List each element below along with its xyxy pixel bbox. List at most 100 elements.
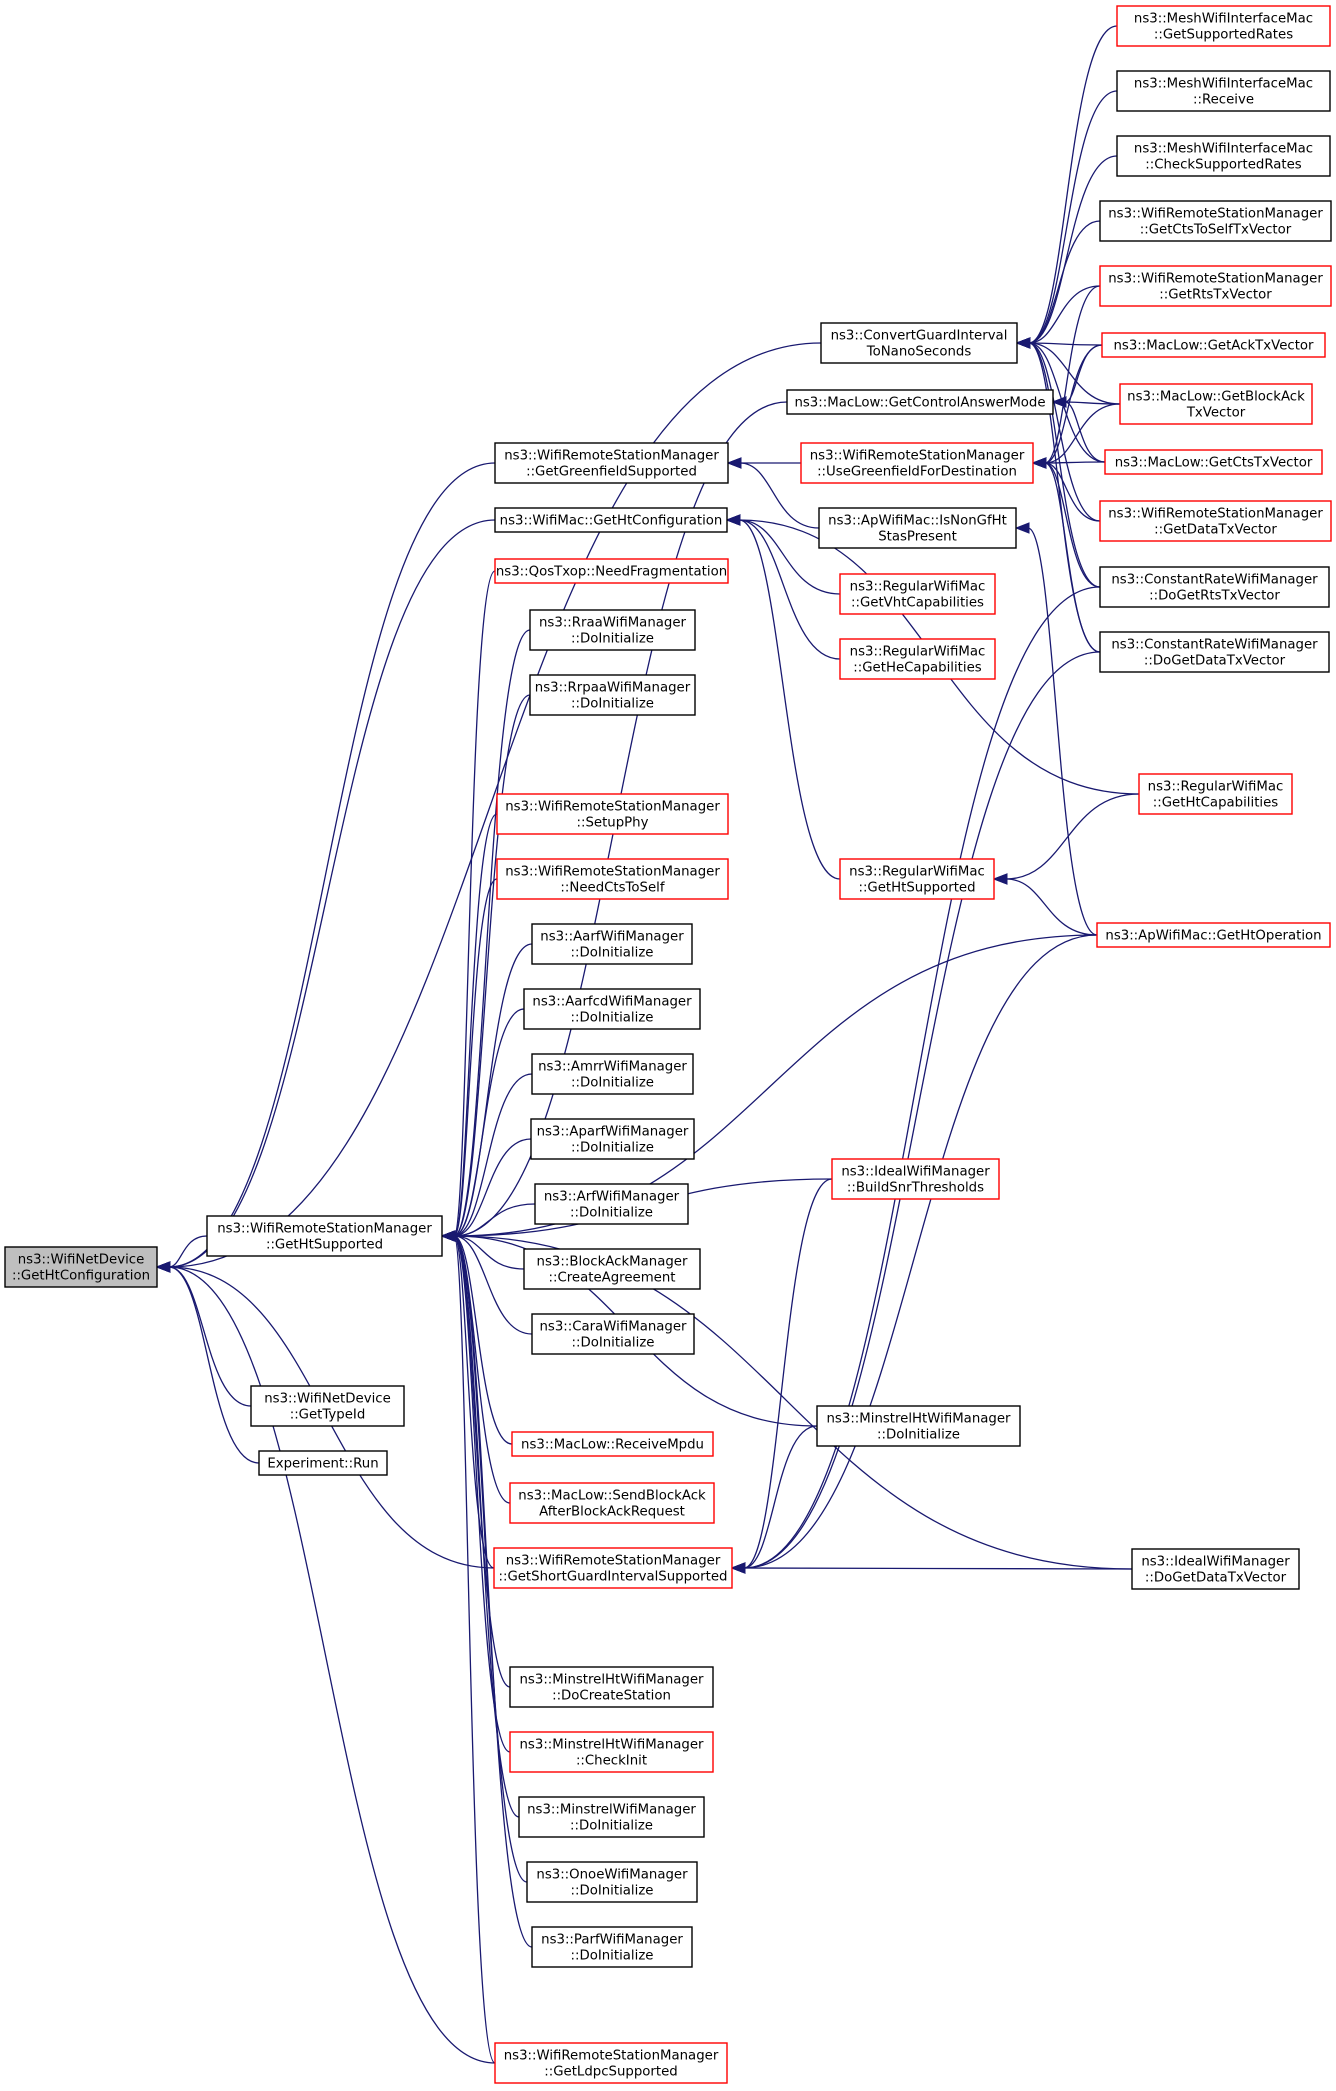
node-box[interactable] <box>534 1183 689 1225</box>
node-box[interactable] <box>839 573 996 615</box>
node-minstrelHtCheck[interactable]: ns3::MinstrelHtWifiManager::CheckInit <box>509 1731 714 1773</box>
node-box[interactable] <box>818 507 1017 549</box>
node-rrpaa[interactable]: ns3::RrpaaWifiManager::DoInitialize <box>529 674 696 716</box>
node-meshReceive[interactable]: ns3::MeshWifiInterfaceMac::Receive <box>1116 70 1331 112</box>
node-getRts[interactable]: ns3::WifiRemoteStationManager::GetRtsTxV… <box>1099 265 1332 307</box>
node-box[interactable] <box>530 1118 695 1160</box>
node-aarfcd[interactable]: ns3::AarfcdWifiManager::DoInitialize <box>523 988 701 1030</box>
node-getCtrlAnswer[interactable]: ns3::MacLow::GetControlAnswerMode <box>786 389 1054 415</box>
node-box[interactable] <box>1099 631 1330 673</box>
node-apHtOp[interactable]: ns3::ApWifiMac::GetHtOperation <box>1096 922 1331 948</box>
node-box[interactable] <box>493 1547 733 1589</box>
node-box[interactable] <box>531 1926 693 1968</box>
node-box[interactable] <box>494 507 728 533</box>
node-box[interactable] <box>509 1482 715 1524</box>
node-box[interactable] <box>494 2042 728 2084</box>
node-blockAck[interactable]: ns3::BlockAckManager::CreateAgreement <box>523 1248 701 1290</box>
node-box[interactable] <box>839 858 995 900</box>
node-box[interactable] <box>531 1313 695 1355</box>
node-box[interactable] <box>1099 265 1332 307</box>
node-onoe[interactable]: ns3::OnoeWifiManager::DoInitialize <box>526 1861 698 1903</box>
node-root[interactable]: ns3::WifiNetDevice::GetHtConfiguration <box>4 1246 158 1288</box>
node-box[interactable] <box>800 442 1034 484</box>
node-sendBlockAck[interactable]: ns3::MacLow::SendBlockAckAfterBlockAckRe… <box>509 1482 715 1524</box>
node-arf[interactable]: ns3::ArfWifiManager::DoInitialize <box>534 1183 689 1225</box>
node-box[interactable] <box>1116 70 1331 112</box>
node-meshGetSupported[interactable]: ns3::MeshWifiInterfaceMac::GetSupportedR… <box>1116 5 1331 47</box>
node-minstrelHtCreate[interactable]: ns3::MinstrelHtWifiManager::DoCreateStat… <box>509 1666 714 1708</box>
node-heCap[interactable]: ns3::RegularWifiMac::GetHeCapabilities <box>839 638 996 680</box>
node-box[interactable] <box>531 1053 694 1095</box>
node-setupPhy[interactable]: ns3::WifiRemoteStationManager::SetupPhy <box>496 793 729 835</box>
node-getHtSupported[interactable]: ns3::WifiRemoteStationManager::GetHtSupp… <box>206 1215 443 1257</box>
node-getGreenfield[interactable]: ns3::WifiRemoteStationManager::GetGreenf… <box>494 442 729 484</box>
node-minstrelInit[interactable]: ns3::MinstrelWifiManager::DoInitialize <box>518 1796 705 1838</box>
node-box[interactable] <box>1101 332 1326 358</box>
node-idealBuildSnr[interactable]: ns3::IdealWifiManager::BuildSnrThreshold… <box>831 1158 1000 1200</box>
node-box[interactable] <box>1104 449 1323 475</box>
node-aarf[interactable]: ns3::AarfWifiManager::DoInitialize <box>531 923 693 965</box>
node-constRts[interactable]: ns3::ConstantRateWifiManager::DoGetRtsTx… <box>1099 566 1330 608</box>
node-box[interactable] <box>1099 500 1332 542</box>
node-htCap[interactable]: ns3::RegularWifiMac::GetHtCapabilities <box>1138 773 1293 815</box>
node-ackTx[interactable]: ns3::MacLow::GetAckTxVector <box>1101 332 1326 358</box>
node-parf[interactable]: ns3::ParfWifiManager::DoInitialize <box>531 1926 693 1968</box>
node-aparf[interactable]: ns3::AparfWifiManager::DoInitialize <box>530 1118 695 1160</box>
node-box[interactable] <box>1116 5 1331 47</box>
node-meshCheck[interactable]: ns3::MeshWifiInterfaceMac::CheckSupporte… <box>1116 135 1331 177</box>
node-getLdpc[interactable]: ns3::WifiRemoteStationManager::GetLdpcSu… <box>494 2042 728 2084</box>
node-box[interactable] <box>494 442 729 484</box>
node-useGreenfield[interactable]: ns3::WifiRemoteStationManager::UseGreenf… <box>800 442 1034 484</box>
node-cara[interactable]: ns3::CaraWifiManager::DoInitialize <box>531 1313 695 1355</box>
node-box[interactable] <box>786 389 1054 415</box>
node-getSgi[interactable]: ns3::WifiRemoteStationManager::GetShortG… <box>493 1547 733 1589</box>
node-box[interactable] <box>258 1450 388 1476</box>
node-box[interactable] <box>531 923 693 965</box>
node-minstrelHtInit[interactable]: ns3::MinstrelHtWifiManager::DoInitialize <box>816 1405 1021 1447</box>
node-getCtsToSelf[interactable]: ns3::WifiRemoteStationManager::GetCtsToS… <box>1099 200 1332 242</box>
node-box[interactable] <box>523 1248 701 1290</box>
node-box[interactable] <box>1138 773 1293 815</box>
node-box[interactable] <box>511 1431 714 1457</box>
node-box[interactable] <box>1116 135 1331 177</box>
node-box[interactable] <box>250 1385 405 1427</box>
node-box[interactable] <box>820 322 1018 364</box>
node-box[interactable] <box>1119 383 1313 425</box>
node-qosNeedFrag[interactable]: ns3::QosTxop::NeedFragmentation <box>494 558 729 584</box>
node-box[interactable] <box>509 1731 714 1773</box>
node-box[interactable] <box>518 1796 705 1838</box>
node-box[interactable] <box>816 1405 1021 1447</box>
node-box[interactable] <box>526 1861 698 1903</box>
node-vhtCap[interactable]: ns3::RegularWifiMac::GetVhtCapabilities <box>839 573 996 615</box>
node-box[interactable] <box>1099 200 1332 242</box>
node-regGetHtSupported[interactable]: ns3::RegularWifiMac::GetHtSupported <box>839 858 995 900</box>
node-box[interactable] <box>496 858 729 900</box>
node-box[interactable] <box>1096 922 1331 948</box>
node-receiveMpdu[interactable]: ns3::MacLow::ReceiveMpdu <box>511 1431 714 1457</box>
node-box[interactable] <box>839 638 996 680</box>
node-wifiMacGetHt[interactable]: ns3::WifiMac::GetHtConfiguration <box>494 507 728 533</box>
node-box[interactable] <box>509 1666 714 1708</box>
node-idealData[interactable]: ns3::IdealWifiManager::DoGetDataTxVector <box>1131 1548 1300 1590</box>
node-box[interactable] <box>1131 1548 1300 1590</box>
node-box[interactable] <box>496 793 729 835</box>
node-box[interactable] <box>529 609 696 651</box>
node-wndGetTypeId[interactable]: ns3::WifiNetDevice::GetTypeId <box>250 1385 405 1427</box>
node-dataTx[interactable]: ns3::WifiRemoteStationManager::GetDataTx… <box>1099 500 1332 542</box>
node-expRun[interactable]: Experiment::Run <box>258 1450 388 1476</box>
node-box[interactable] <box>1099 566 1330 608</box>
node-needCts[interactable]: ns3::WifiRemoteStationManager::NeedCtsTo… <box>496 858 729 900</box>
node-amrr[interactable]: ns3::AmrrWifiManager::DoInitialize <box>531 1053 694 1095</box>
node-ctsTx[interactable]: ns3::MacLow::GetCtsTxVector <box>1104 449 1323 475</box>
node-box[interactable] <box>529 674 696 716</box>
node-box[interactable] <box>523 988 701 1030</box>
node-box[interactable] <box>831 1158 1000 1200</box>
node-box[interactable] <box>4 1246 158 1288</box>
node-box[interactable] <box>206 1215 443 1257</box>
node-rraa[interactable]: ns3::RraaWifiManager::DoInitialize <box>529 609 696 651</box>
node-box[interactable] <box>494 558 729 584</box>
node-constData[interactable]: ns3::ConstantRateWifiManager::DoGetDataT… <box>1099 631 1330 673</box>
